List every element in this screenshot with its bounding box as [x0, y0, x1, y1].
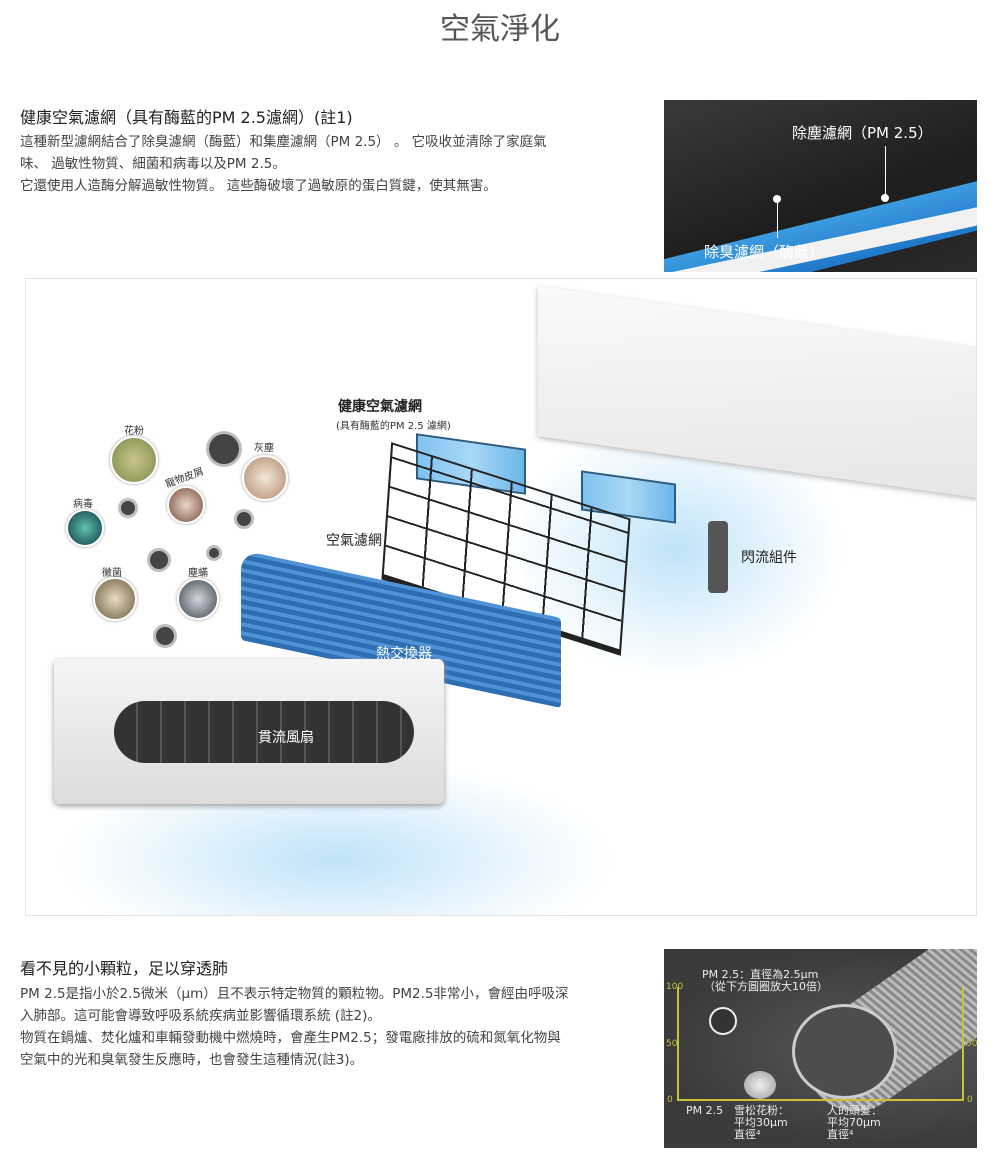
text-line: 這種新型濾網結合了除臭濾網（酶藍）和集塵濾網（PM 2.5） 。 它吸收並清除了…: [20, 134, 547, 150]
section-text-filter: 這種新型濾網結合了除臭濾網（酶藍）和集塵濾網（PM 2.5） 。 它吸收並清除了…: [20, 131, 650, 197]
axis-tick: 0: [967, 1095, 973, 1105]
section-heading-pm25: 看不見的小顆粒，足以穿透肺: [20, 959, 229, 978]
germ-icon: [156, 627, 174, 645]
filter-photo: 除塵濾網（PM 2.5） 除臭濾網（酶藍）: [664, 100, 977, 272]
section-heading-filter: 健康空氣濾網（具有酶藍的PM 2.5濾網）(註1): [20, 108, 353, 127]
healthy-filter-sublabel: (具有酶藍的PM 2.5 濾網): [336, 421, 451, 432]
crossflow-fan: [114, 701, 414, 763]
dust-label: 灰塵: [254, 443, 274, 454]
pm-label: PM 2.5: [686, 1104, 724, 1117]
axis-left: [677, 987, 679, 1101]
axis-tick: 50: [666, 1039, 678, 1049]
text-line: 入肺部。這可能會導致呼吸系統疾病並影響循環系統 (註2)。: [20, 1008, 381, 1024]
pet-dander-image: [167, 486, 205, 524]
caption-line: 平均70µm: [827, 1116, 881, 1129]
axis-tick: 50: [966, 1039, 977, 1049]
dust-mite-label: 塵蟎: [188, 568, 208, 579]
hair-cross-section: [792, 1004, 897, 1099]
deodorizing-filter-label: 除臭濾網（酶藍）: [704, 243, 825, 261]
pm-caption-sub: （從下方圓圈放大10倍）: [704, 980, 828, 993]
germ-icon: [237, 512, 251, 526]
pollen-image: [110, 436, 158, 484]
pointer-line: [777, 200, 778, 238]
pointer-line: [885, 146, 886, 196]
mold-image: [93, 577, 137, 621]
pointer-dot: [773, 195, 781, 203]
pollen-label: 花粉: [124, 426, 144, 437]
heat-exchanger-label: 熱交換器: [376, 646, 432, 662]
pm-caption: PM 2.5：直徑為2.5µm: [702, 968, 819, 981]
text-line: 物質在鍋爐、焚化爐和車輛發動機中燃燒時，會產生PM2.5；發電廠排放的硫和氮氧化…: [20, 1030, 561, 1046]
dust-filter-label: 除塵濾網（PM 2.5）: [792, 124, 933, 142]
germ-icon: [150, 551, 168, 569]
caption-line: 人的頭髮：: [827, 1104, 882, 1117]
magnified-circle: [709, 1007, 737, 1035]
healthy-filter-label: 健康空氣濾網: [338, 399, 422, 415]
axis-bottom: [677, 1099, 964, 1101]
axis-tick: 0: [667, 1095, 673, 1105]
pm25-comparison-photo: 100 50 0 50 0 PM 2.5：直徑為2.5µm （從下方圓圈放大10…: [664, 949, 977, 1148]
pollen-grain-image: [744, 1071, 776, 1099]
pointer-dot: [881, 194, 889, 202]
virus-label: 病毒: [73, 499, 93, 510]
virus-image: [66, 509, 104, 547]
text-line: 味、 過敏性物質、細菌和病毒以及PM 2.5。: [20, 156, 286, 172]
germ-icon: [209, 548, 219, 558]
flash-streamer-module: [708, 521, 728, 593]
axis-right: [962, 987, 964, 1101]
germ-icon: [121, 501, 135, 515]
caption-line: 平均30µm: [734, 1116, 788, 1129]
pollen-caption: 雪松花粉： 平均30µm 直徑⁴: [734, 1105, 789, 1141]
air-purification-diagram: 健康空氣濾網 (具有酶藍的PM 2.5 濾網) 空氣濾網 閃流組件 熱交換器 貫…: [25, 278, 977, 916]
crossflow-fan-label: 貫流風扇: [258, 730, 314, 746]
caption-line: 雪松花粉：: [734, 1104, 789, 1117]
dust-mite-image: [177, 578, 219, 620]
air-filter-label: 空氣濾網: [326, 533, 382, 549]
hair-caption: 人的頭髮： 平均70µm 直徑⁴: [827, 1105, 882, 1141]
text-line: 空氣中的光和臭氧發生反應時，也會發生這種情況(註3)。: [20, 1052, 364, 1068]
mold-label: 黴菌: [102, 568, 122, 579]
flash-module-label: 閃流組件: [741, 550, 797, 566]
dust-image: [242, 455, 288, 501]
section-text-pm25: PM 2.5是指小於2.5微米（µm）且不表示特定物質的顆粒物。PM2.5非常小…: [20, 983, 650, 1071]
germ-icon: [209, 434, 239, 464]
caption-line: 直徑⁴: [734, 1128, 761, 1141]
axis-tick: 100: [666, 982, 684, 992]
page-title: 空氣淨化: [440, 12, 560, 47]
text-line: 它還使用人造酶分解過敏性物質。 這些酶破壞了過敏原的蛋白質鍵，使其無害。: [20, 178, 497, 194]
caption-line: 直徑⁴: [827, 1128, 854, 1141]
text-line: PM 2.5是指小於2.5微米（µm）且不表示特定物質的顆粒物。PM2.5非常小…: [20, 986, 569, 1002]
